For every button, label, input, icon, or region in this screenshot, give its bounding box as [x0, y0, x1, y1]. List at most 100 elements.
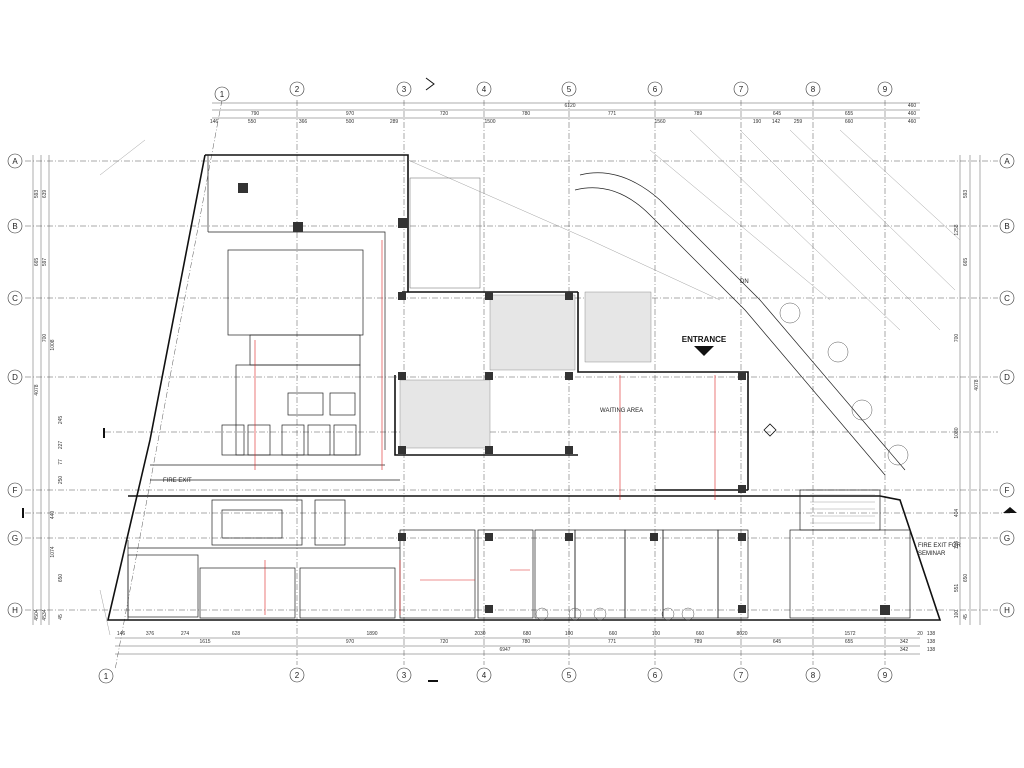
top-dimensions: 6120 790 970 720 780 771 789 645 655 460… [210, 103, 917, 125]
right-dim: 593 [963, 190, 969, 199]
left-dim: 597 [42, 258, 48, 267]
top-dim-2: 460 [908, 119, 917, 125]
bottom-dim-2: 655 [845, 639, 854, 645]
grid-label-top-5: 5 [567, 85, 572, 94]
dimension-lines [32, 102, 981, 655]
bottom-dim-2: 138 [927, 647, 936, 653]
grid-label-left-F: F [13, 486, 18, 495]
site-lines [99, 129, 961, 636]
grid-label-top-2: 2 [295, 85, 300, 94]
paved-zones [399, 177, 652, 449]
grid-label-top-3: 3 [402, 85, 407, 94]
left-dim: 227 [58, 441, 64, 450]
left-dim: 665 [34, 258, 40, 267]
grid-label-bottom-3: 3 [402, 671, 407, 680]
horizontal-grid-axes [25, 160, 1010, 611]
bottom-dim: 628 [232, 631, 241, 637]
grid-label-bottom-5: 5 [567, 671, 572, 680]
right-dim: 45 [963, 614, 969, 620]
right-dim: 665 [963, 258, 969, 267]
top-dim-2: 660 [845, 119, 854, 125]
bottom-dim: 20 [917, 631, 923, 637]
grid-label-right-F: F [1005, 486, 1010, 495]
grid-label-bottom-7: 7 [739, 671, 744, 680]
grid-label-left-A: A [12, 157, 18, 166]
grid-label-top-8: 8 [811, 85, 816, 94]
top-dim-2: 146 [210, 119, 219, 125]
grid-bubbles-bottom: 1 2 3 4 5 6 7 8 9 [98, 667, 893, 684]
grid-label-right-C: C [1004, 294, 1010, 303]
bottom-dim: 660 [696, 631, 705, 637]
right-dimensions: 593 1258 665 700 4078 1080 404 174 650 5… [954, 190, 980, 620]
entrance-arrow-icon [694, 346, 714, 356]
waiting-area-label: WAITING AREA [600, 408, 643, 414]
top-dim: 645 [773, 111, 782, 117]
top-dim: 460 [908, 103, 917, 109]
left-dim: 45 [58, 614, 64, 620]
structural-columns [238, 183, 890, 615]
top-dim: 789 [694, 111, 703, 117]
bottom-dim: 1572 [844, 631, 855, 637]
grid-label-bottom-9: 9 [883, 671, 888, 680]
grid-label-left-H: H [12, 606, 18, 615]
right-dim: 700 [954, 334, 960, 343]
entrance-label: ENTRANCE [682, 335, 727, 344]
left-dim: 593 [34, 190, 40, 199]
left-dim: 4078 [34, 384, 40, 395]
bottom-dim: 100 [652, 631, 661, 637]
left-dim: 77 [58, 459, 64, 465]
bottom-dim-2: 645 [773, 639, 782, 645]
grid-label-right-H: H [1004, 606, 1010, 615]
bottom-dim: 2030 [474, 631, 485, 637]
left-dim: 650 [58, 574, 64, 583]
fire-exit-seminar-label-1: FIRE EXIT FOR [918, 543, 962, 549]
vertical-grid-axes [114, 99, 886, 671]
bottom-dim-2: 1615 [199, 639, 210, 645]
grid-label-right-D: D [1004, 373, 1010, 382]
bottom-dim: 660 [609, 631, 618, 637]
top-dim: 720 [440, 111, 449, 117]
section-tick-icon [428, 680, 438, 682]
left-dim: 4534 [42, 609, 48, 620]
left-dim: 4504 [34, 609, 40, 620]
bottom-dim: 1890 [366, 631, 377, 637]
left-dim: 440 [50, 511, 56, 520]
section-tick-icon [22, 508, 24, 518]
red-annotations [254, 240, 716, 615]
bottom-dim-2: 771 [608, 639, 617, 645]
grid-label-bottom-6: 6 [653, 671, 658, 680]
building-walls [106, 154, 942, 621]
top-dim-2: 1500 [484, 119, 495, 125]
left-dimensions: 593 639 665 597 700 1008 4078 245 227 77… [34, 190, 64, 621]
fire-exit-seminar-label-2: SEMINAR [918, 551, 946, 557]
bottom-extra-dim: 342 [900, 647, 909, 653]
room-labels: WAITING AREA FIRE EXIT FIRE EXIT FOR SEM… [163, 279, 962, 557]
stair-block [799, 489, 881, 531]
bottom-dim: 680 [523, 631, 532, 637]
top-dim: 460 [908, 111, 917, 117]
grid-label-bottom-2: 2 [295, 671, 300, 680]
right-dim: 404 [954, 509, 960, 518]
bottom-rooms [127, 529, 911, 619]
left-dim: 639 [42, 190, 48, 199]
right-dim: 551 [954, 584, 960, 593]
right-dim: 1080 [954, 427, 960, 438]
section-arrow-icon [425, 77, 435, 91]
entrance-marker: ENTRANCE [682, 335, 727, 356]
left-dim: 1074 [50, 546, 56, 557]
grid-label-bottom-8: 8 [811, 671, 816, 680]
bottom-dim: 274 [181, 631, 190, 637]
grid-bubbles-left: A B C D F G H [7, 153, 23, 618]
grid-bubbles-top: 1 2 3 4 5 6 7 8 9 [214, 81, 893, 102]
right-dim: 650 [963, 574, 969, 583]
bottom-dimensions: 146 376 274 628 1890 2030 680 100 660 10… [117, 631, 936, 653]
right-dim: 4078 [974, 379, 980, 390]
top-dim-2: 142 [772, 119, 781, 125]
grid-label-right-G: G [1004, 534, 1010, 543]
bottom-total-dim: 6947 [499, 647, 510, 653]
top-dim-2: 500 [346, 119, 355, 125]
section-marker-icon [1003, 507, 1017, 513]
right-dim: 100 [954, 610, 960, 619]
top-dim-2: 366 [299, 119, 308, 125]
